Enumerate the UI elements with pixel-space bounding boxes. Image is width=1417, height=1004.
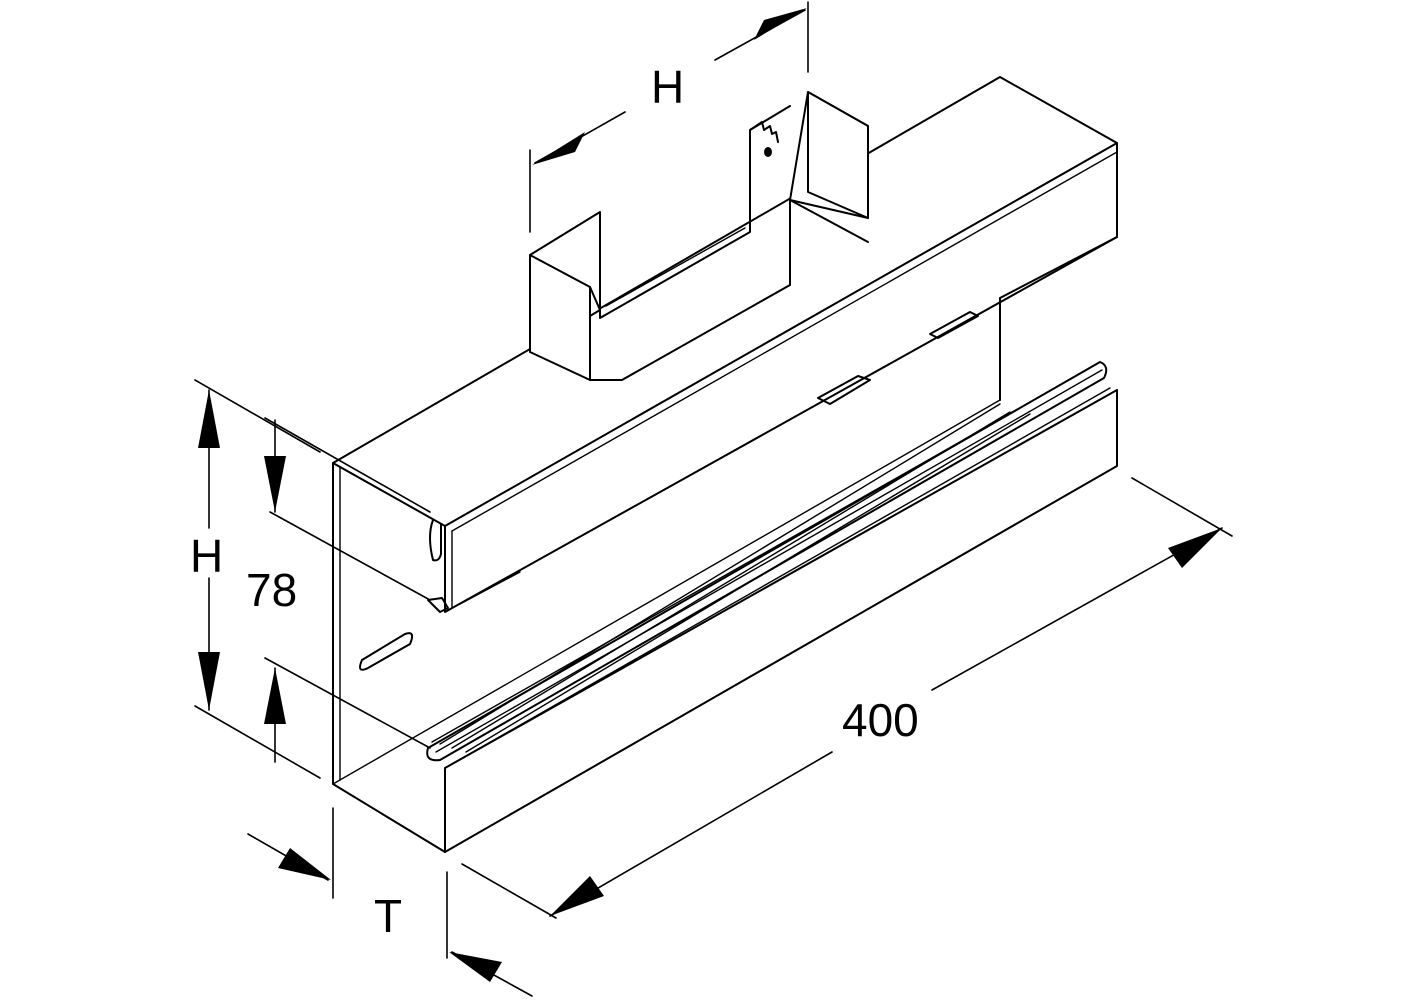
dim-top-width: H (529, 1, 809, 233)
t-branch-collar (529, 91, 869, 381)
label-top-width: H (651, 61, 684, 113)
dim-arrow-400-right (1168, 528, 1222, 568)
trunking-body (332, 76, 1118, 853)
dim-inner-height: 78 (246, 417, 431, 763)
dim-arrow-400-left (550, 876, 604, 916)
dim-arrow-height-up (198, 390, 220, 448)
dim-depth: T (247, 807, 533, 997)
dim-arrow-depth-right (449, 952, 502, 982)
label-length: 400 (842, 694, 919, 746)
dim-arrow-height-down (198, 652, 220, 710)
dim-length: 400 (461, 477, 1233, 919)
dim-arrow-depth-left (278, 848, 331, 880)
dim-height: H (190, 379, 321, 779)
dim-arrow-top-left (532, 132, 585, 165)
dim-arrow-78-bottom (264, 668, 286, 724)
label-inner-height: 78 (246, 564, 297, 616)
dim-arrow-78-top (264, 456, 286, 512)
dim-arrow-top-right (754, 8, 807, 40)
label-height: H (190, 530, 223, 582)
label-depth: T (374, 890, 402, 942)
